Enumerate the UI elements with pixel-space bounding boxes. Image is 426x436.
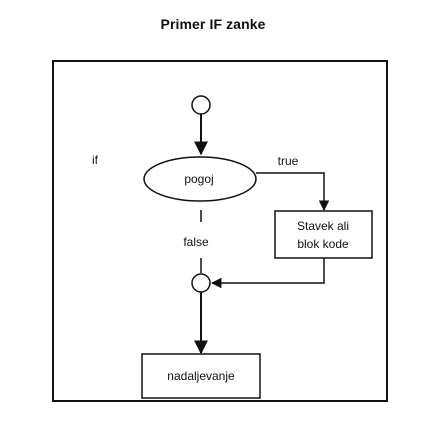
continuation-block xyxy=(141,353,261,399)
page-title: Primer IF zanke xyxy=(160,16,266,32)
false-label: false xyxy=(183,235,209,249)
start-node xyxy=(191,95,211,115)
edge-statement-to-merge xyxy=(210,258,325,289)
condition-label: pogoj xyxy=(184,172,213,186)
true-label: true xyxy=(278,154,299,168)
if-keyword-label: if xyxy=(92,153,99,167)
edge-true-branch xyxy=(256,172,330,212)
merge-node xyxy=(191,273,211,293)
continuation-label: nadaljevanje xyxy=(167,369,235,383)
statement-label-line1: Stavek ali xyxy=(297,219,349,233)
statement-label-line2: blok kode xyxy=(297,237,349,251)
condition-node xyxy=(143,156,257,202)
diagram-frame xyxy=(52,60,388,402)
